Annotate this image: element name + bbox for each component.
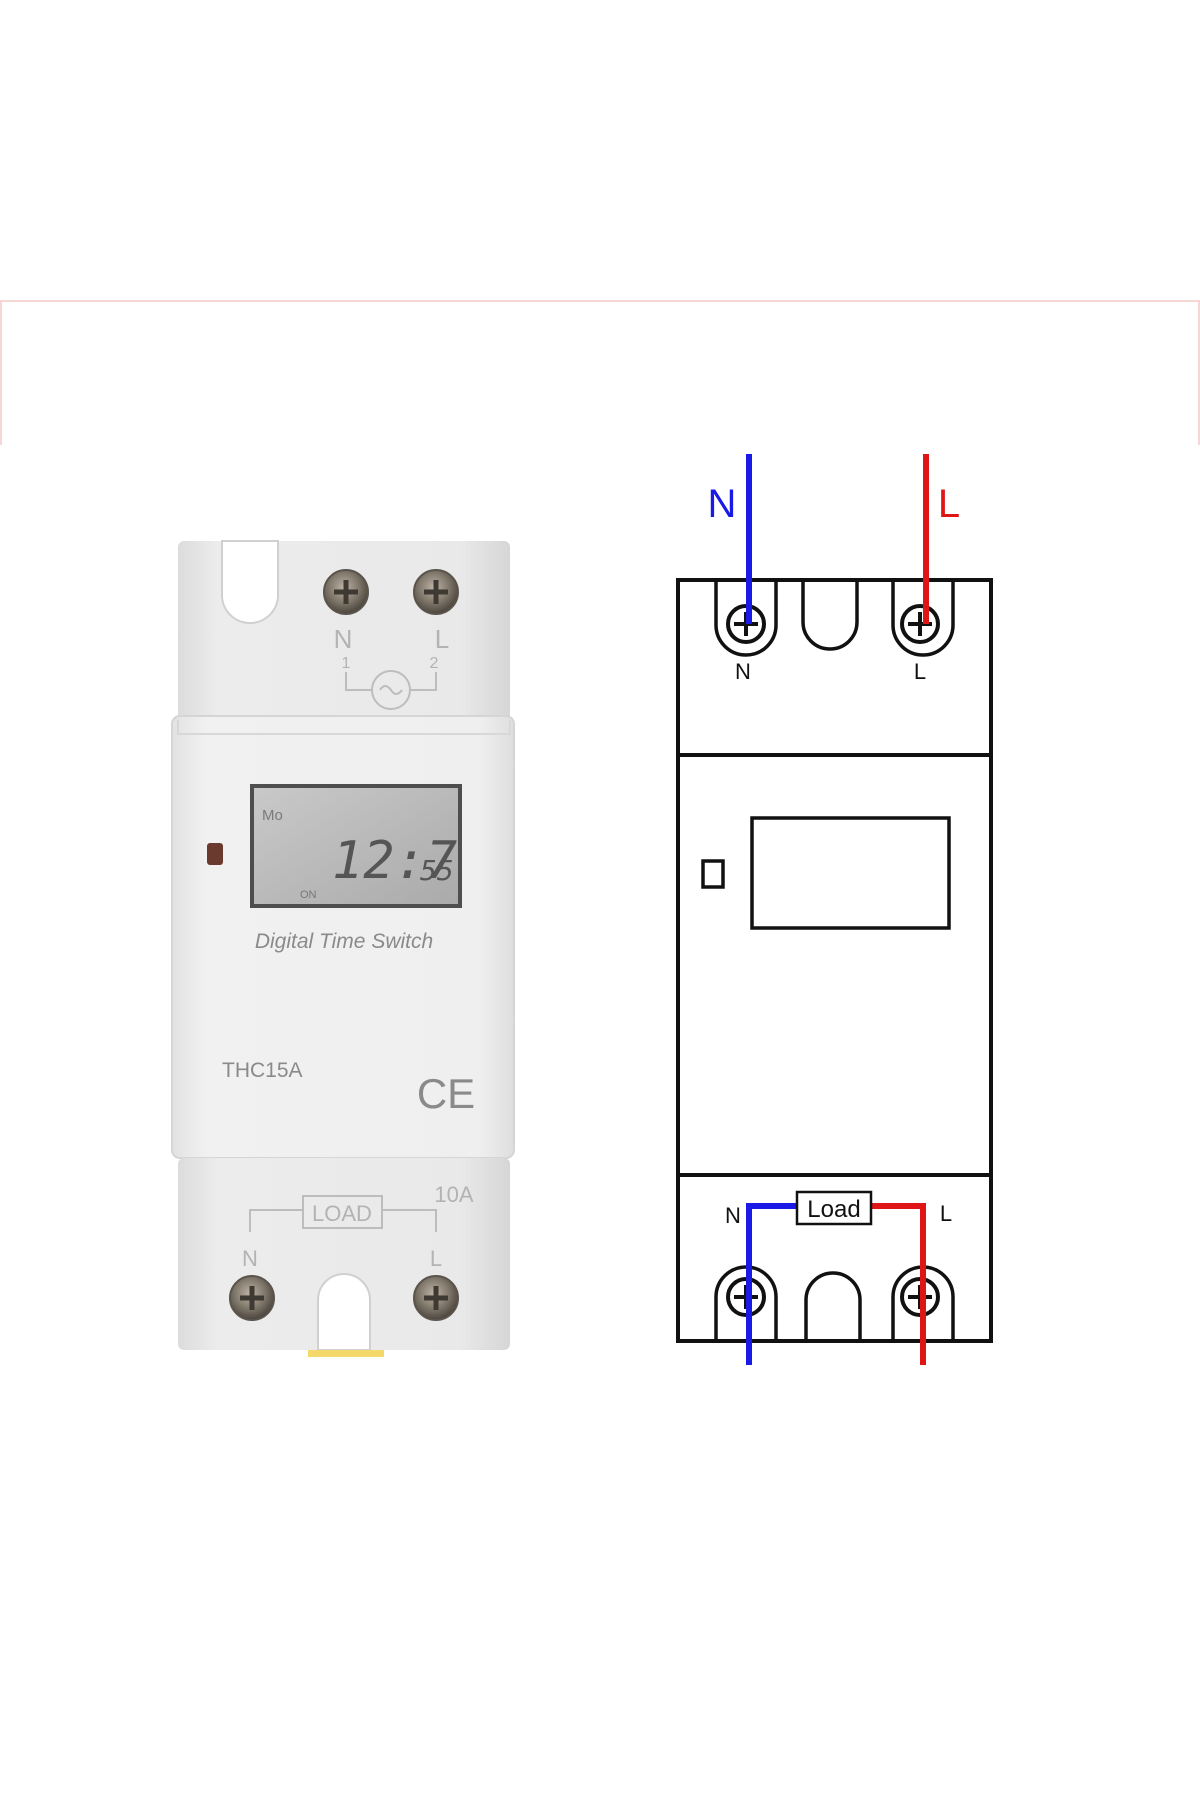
top-screw-l — [413, 569, 459, 615]
din-rail-clip — [308, 1350, 384, 1357]
bottom-mounting-slot — [317, 1273, 371, 1351]
bottom-screw-l — [413, 1275, 459, 1321]
model-number: THC15A — [222, 1059, 303, 1082]
ce-mark: CE — [417, 1070, 475, 1117]
top-terminal-label-n: N — [735, 659, 751, 684]
product-label: Digital Time Switch — [255, 930, 433, 953]
bottom-center-slot — [804, 1271, 862, 1339]
bottom-screw-n — [229, 1275, 275, 1321]
ac-supply-symbol — [345, 670, 437, 710]
top-terminal-label-l: L — [914, 659, 926, 684]
terminal-number-2: 2 — [430, 655, 439, 672]
top-screw-n — [323, 569, 369, 615]
bottom-terminal-label-l: L — [940, 1201, 952, 1226]
lcd-screen — [250, 784, 462, 908]
neutral-load-wire — [746, 1203, 797, 1365]
terminal-number-1: 1 — [342, 655, 351, 672]
load-box — [795, 1190, 873, 1226]
time-switch-device: N L 1 2 Mo 12:7 55 ON Digital Time Switc… — [171, 540, 515, 1357]
top-terminal-housing-n — [714, 582, 778, 657]
wire-label-n: N — [708, 482, 737, 526]
bottom-terminal-label-n: N — [242, 1246, 258, 1271]
load-symbol — [249, 1195, 437, 1232]
lcd-state-indicator: ON — [300, 889, 317, 901]
top-mounting-slot — [221, 540, 279, 624]
current-rating: 10A — [434, 1182, 473, 1207]
lcd-time-digits: 12:7 — [332, 831, 457, 891]
button-outline — [701, 859, 725, 889]
status-led — [207, 843, 223, 865]
top-terminal-label-l: L — [435, 624, 449, 654]
live-load-wire — [871, 1203, 926, 1365]
top-terminal-housing-l — [891, 582, 955, 657]
bottom-terminal-label-l: L — [430, 1246, 442, 1271]
top-center-slot — [801, 582, 859, 651]
load-label: Load — [807, 1196, 860, 1223]
bottom-terminal-label-n: N — [725, 1203, 741, 1228]
lcd-seconds-digits: 55 — [420, 854, 454, 887]
display-outline — [750, 816, 951, 930]
wire-label-l: L — [938, 482, 960, 526]
top-terminal-label-n: N — [334, 624, 353, 654]
wiring-diagram: N L N L Load N L — [676, 454, 993, 1365]
lcd-day-indicator: Mo — [262, 807, 283, 824]
top-screw-symbol-l — [900, 604, 940, 644]
load-label: LOAD — [312, 1201, 372, 1226]
